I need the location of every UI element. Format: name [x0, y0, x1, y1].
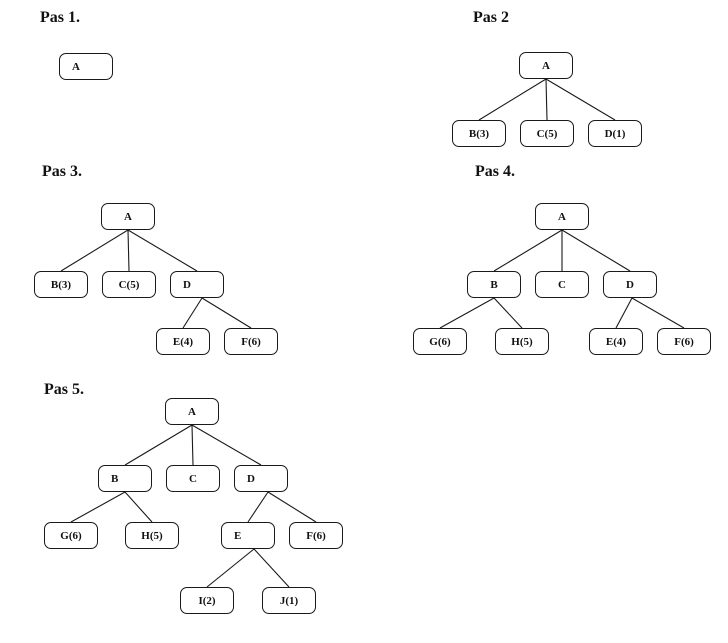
step-3-node-d: D: [170, 271, 224, 298]
node-label: A: [188, 405, 196, 418]
step-5-node-b: B: [98, 465, 152, 492]
node-label: H(5): [511, 335, 533, 348]
step-5-edge-b-h: [124, 491, 153, 523]
step-3-title: Pas 3.: [42, 163, 82, 180]
step-3-edge-a-c: [127, 229, 130, 272]
node-label: B: [490, 278, 498, 291]
node-label: C(5): [536, 127, 558, 140]
step-3-edge-d-f: [201, 297, 252, 329]
node-label: B(3): [468, 127, 490, 140]
step-1-node-a: A: [59, 53, 113, 80]
step-3-node-f: F(6): [224, 328, 278, 355]
node-label: A: [542, 59, 550, 72]
step-5-node-c: C: [166, 465, 220, 492]
step-5-node-e: E: [221, 522, 275, 549]
step-5-edge-e-j: [253, 548, 290, 588]
step-4-node-h: H(5): [495, 328, 549, 355]
node-label: D(1): [604, 127, 626, 140]
node-label: E(4): [605, 335, 627, 348]
node-label: E: [234, 529, 242, 542]
step-2-edge-a-b: [478, 78, 547, 121]
step-5-edge-a-c: [191, 424, 194, 466]
step-3-node-e: E(4): [156, 328, 210, 355]
node-label: H(5): [141, 529, 163, 542]
step-5-title: Pas 5.: [44, 381, 84, 398]
node-label: B(3): [50, 278, 72, 291]
step-5-node-h: H(5): [125, 522, 179, 549]
step-4-title: Pas 4.: [475, 163, 515, 180]
step-4-edge-b-h: [493, 297, 523, 329]
step-4-node-g: G(6): [413, 328, 467, 355]
step-1-title: Pas 1.: [40, 9, 80, 26]
step-5-edge-a-b: [124, 424, 193, 466]
step-2-title: Pas 2: [473, 9, 509, 26]
step-4-node-e: E(4): [589, 328, 643, 355]
step-5-node-a: A: [165, 398, 219, 425]
node-label: E(4): [172, 335, 194, 348]
step-4-node-a: A: [535, 203, 589, 230]
step-3-edge-a-b: [60, 229, 129, 272]
step-5-edge-b-g: [70, 491, 126, 523]
step-4-node-c: C: [535, 271, 589, 298]
step-2-node-d: D(1): [588, 120, 642, 147]
node-label: D: [626, 278, 634, 291]
step-5-node-f: F(6): [289, 522, 343, 549]
step-5-node-j: J(1): [262, 587, 316, 614]
step-4-edge-a-d: [561, 229, 631, 272]
step-5-node-d: D: [234, 465, 288, 492]
node-label: D: [183, 278, 191, 291]
node-label: I(2): [198, 594, 216, 607]
node-label: A: [72, 60, 80, 73]
node-label: G(6): [60, 529, 82, 542]
node-label: D: [247, 472, 255, 485]
step-5-edge-d-e: [247, 491, 269, 523]
node-label: F(6): [674, 335, 694, 348]
step-3-node-c: C(5): [102, 271, 156, 298]
step-5-edge-a-d: [191, 424, 262, 466]
step-5-node-i: I(2): [180, 587, 234, 614]
step-2-edge-a-d: [545, 78, 616, 121]
step-5-edge-e-i: [206, 548, 255, 588]
node-label: G(6): [429, 335, 451, 348]
node-label: C: [558, 278, 566, 291]
node-label: F(6): [306, 529, 326, 542]
step-5-node-g: G(6): [44, 522, 98, 549]
node-label: C(5): [118, 278, 140, 291]
step-4-node-b: B: [467, 271, 521, 298]
node-label: B: [111, 472, 119, 485]
node-label: F(6): [241, 335, 261, 348]
step-3-edge-a-d: [127, 229, 198, 272]
step-4-node-f: F(6): [657, 328, 711, 355]
node-label: A: [558, 210, 566, 223]
node-label: A: [124, 210, 132, 223]
step-2-node-b: B(3): [452, 120, 506, 147]
step-4-edge-b-g: [439, 297, 495, 329]
step-2-node-c: C(5): [520, 120, 574, 147]
step-4-edge-d-e: [615, 297, 633, 329]
step-2-node-a: A: [519, 52, 573, 79]
node-label: C: [189, 472, 197, 485]
step-3-edge-d-e: [182, 297, 203, 329]
step-2-edge-a-c: [545, 78, 548, 121]
step-3-node-a: A: [101, 203, 155, 230]
step-5-edge-d-f: [267, 491, 317, 523]
step-3-node-b: B(3): [34, 271, 88, 298]
node-label: J(1): [279, 594, 299, 607]
step-4-node-d: D: [603, 271, 657, 298]
step-4-edge-d-f: [631, 297, 685, 329]
step-4-edge-a-b: [493, 229, 563, 272]
